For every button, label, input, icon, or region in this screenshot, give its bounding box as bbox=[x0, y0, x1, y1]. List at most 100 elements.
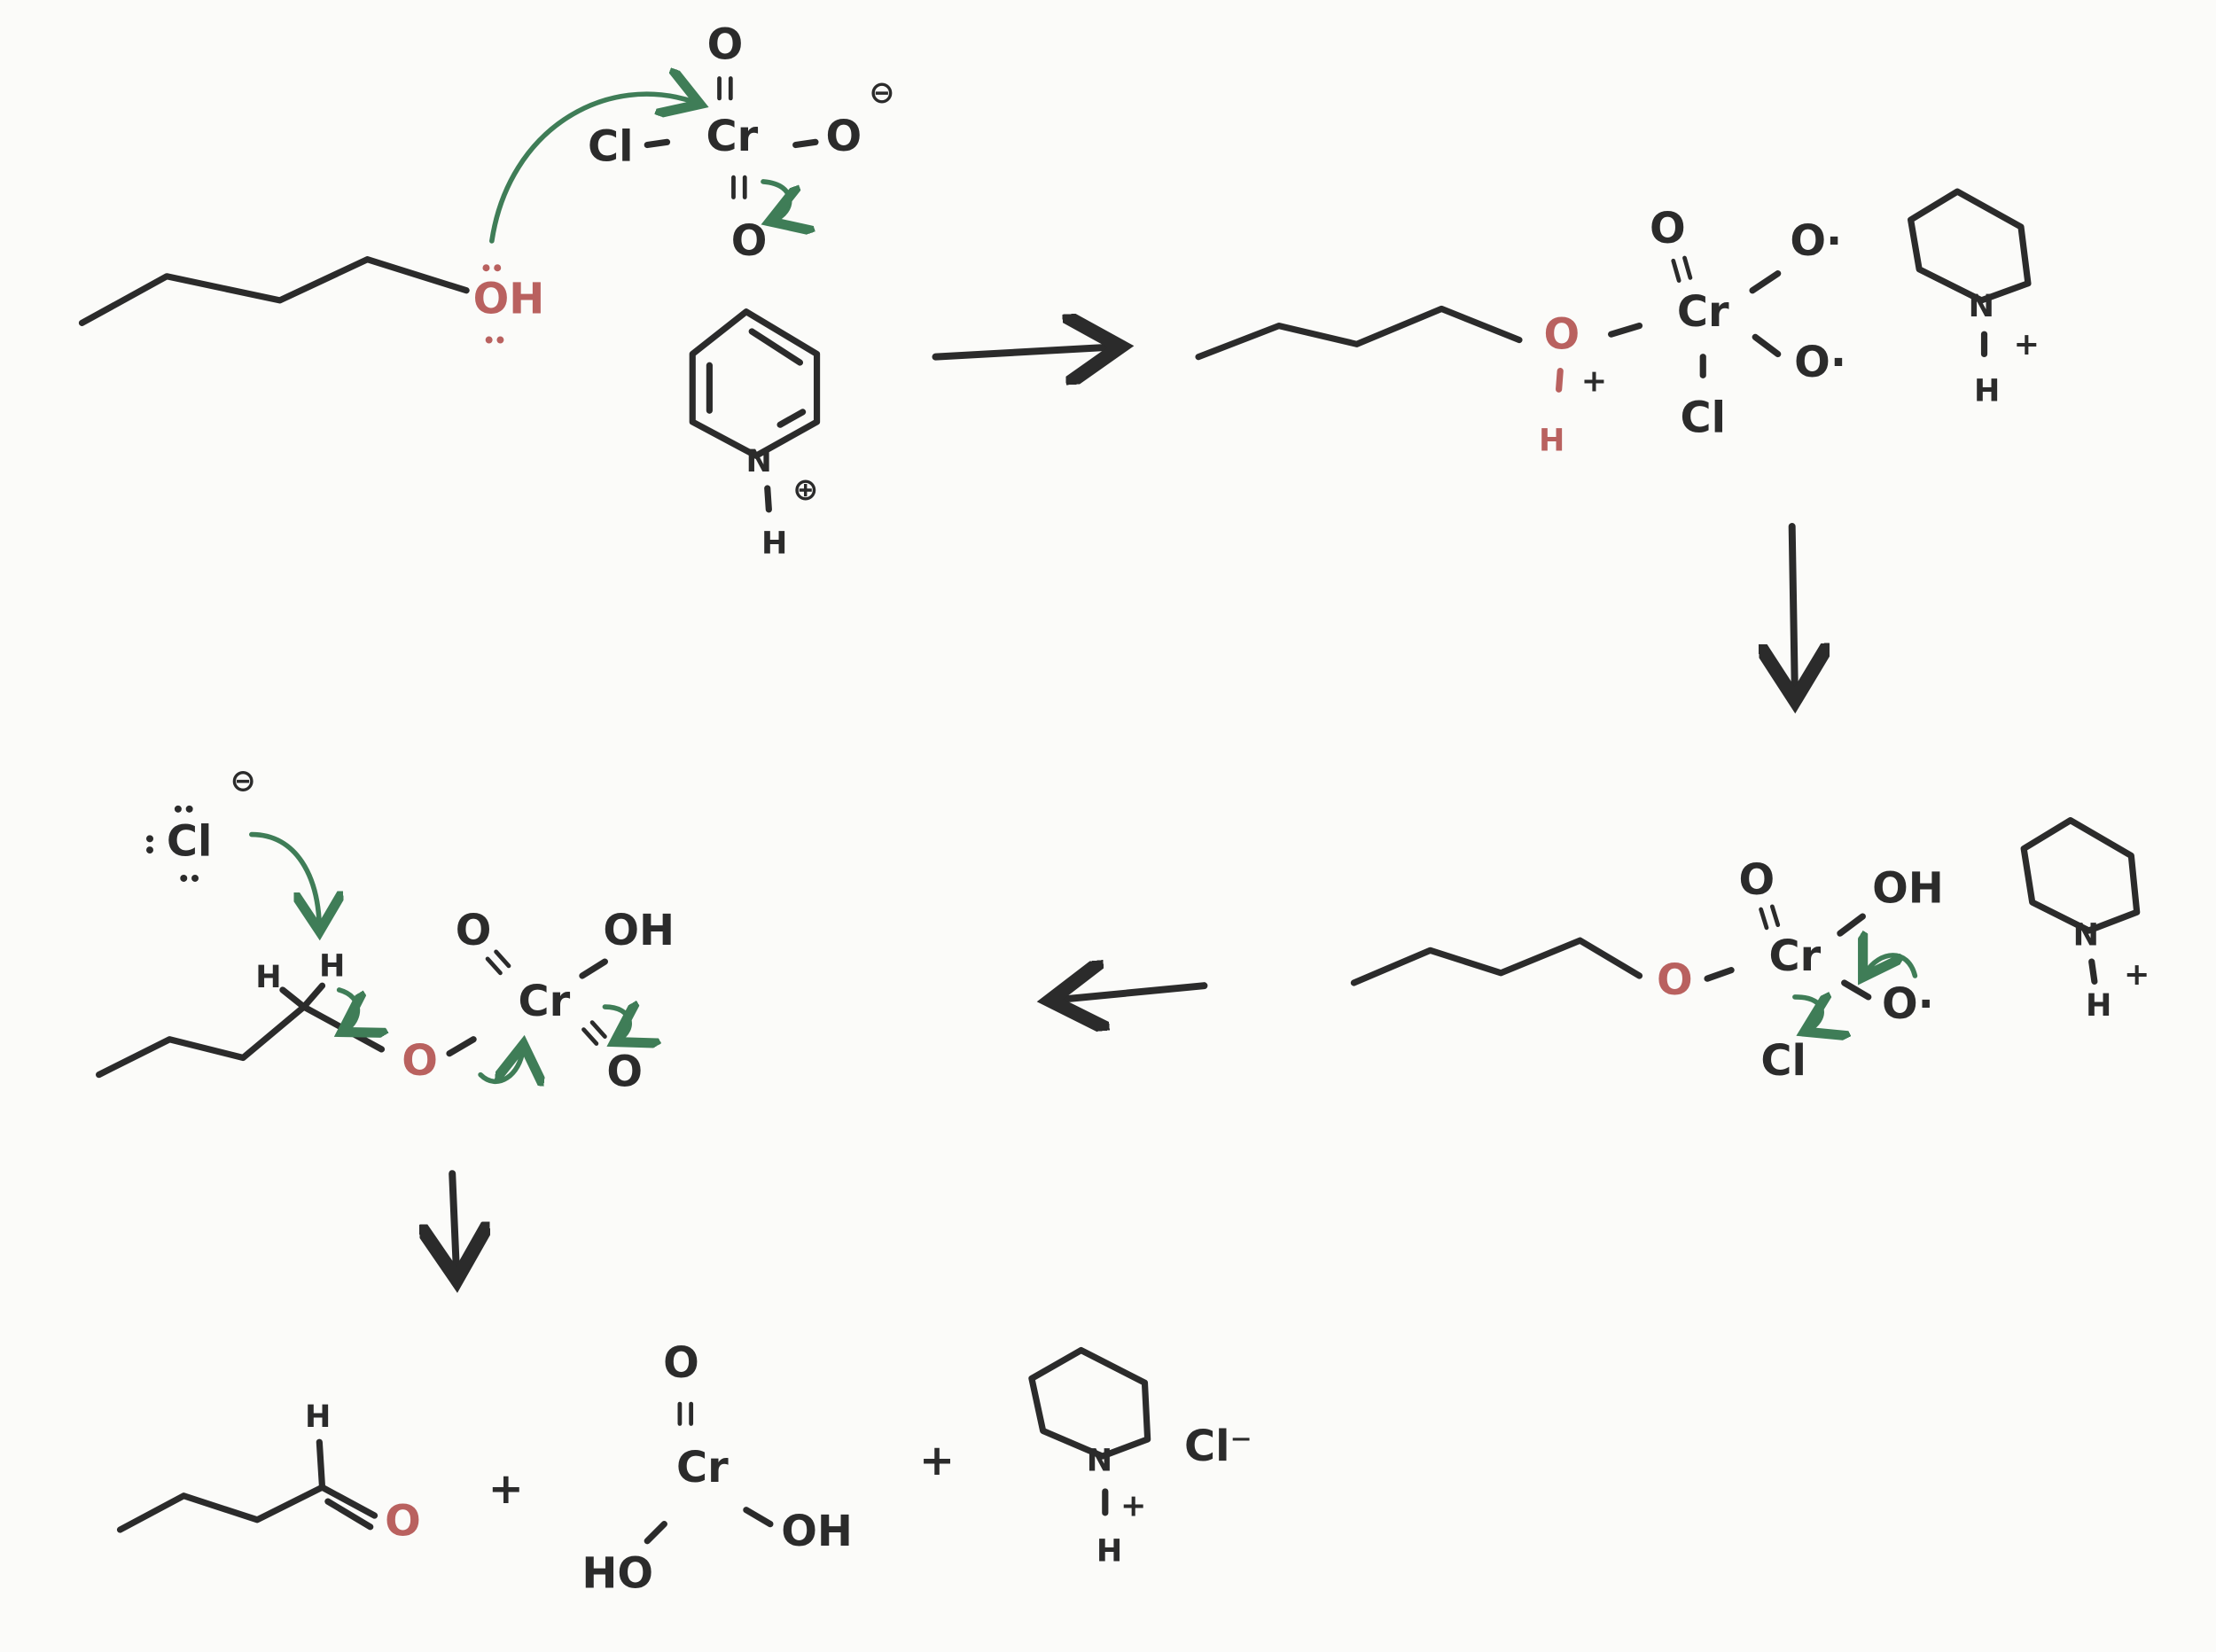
bond bbox=[1749, 270, 1782, 294]
bond bbox=[579, 958, 608, 979]
chromium-label: Cr bbox=[1677, 288, 1729, 337]
nitrogen-label: N bbox=[1087, 1442, 1112, 1478]
positive-charge: ⊕ bbox=[792, 471, 818, 508]
bond bbox=[446, 1036, 477, 1057]
bond bbox=[1752, 333, 1782, 358]
chlorine-label: Cl bbox=[588, 122, 634, 171]
oxide-label: O· bbox=[1790, 217, 1842, 266]
bond bbox=[1556, 368, 1564, 393]
pyridine-ring bbox=[689, 308, 821, 459]
curved-arrow-icon bbox=[1792, 997, 1822, 1030]
negative-charge: ⊖ bbox=[869, 74, 894, 111]
bond bbox=[2088, 958, 2098, 985]
chromium-label: Cr bbox=[676, 1444, 729, 1492]
plus-sign: + bbox=[919, 1437, 955, 1485]
curved-arrow-icon bbox=[249, 831, 320, 927]
chloride-label: Cl bbox=[167, 818, 213, 867]
bond bbox=[748, 328, 804, 366]
chloride-label: Cl⁻ bbox=[1184, 1422, 1252, 1471]
curved-arrow-icon bbox=[761, 179, 790, 220]
nitrogen-label: N bbox=[1969, 288, 1994, 324]
lone-pair-dots bbox=[174, 805, 193, 813]
pyridine-ring bbox=[1908, 188, 2032, 304]
bond bbox=[279, 986, 308, 1010]
hydrogen-label: H bbox=[305, 1399, 331, 1435]
pyridine-ring bbox=[2020, 817, 2141, 934]
oxygen-label: O bbox=[456, 907, 492, 955]
curved-arrow-icon bbox=[489, 94, 696, 244]
pyridine-ring bbox=[1028, 1346, 1151, 1460]
oxygen-label: O bbox=[663, 1339, 699, 1388]
step2-chromate-ester-intermediate: O H + Cr O O· O· Cl N + H bbox=[1195, 188, 2040, 458]
oxygen-label: O bbox=[1738, 856, 1775, 905]
double-bond bbox=[581, 1020, 607, 1046]
negative-charge: ⊖ bbox=[230, 763, 256, 799]
bond bbox=[764, 485, 772, 513]
bond bbox=[644, 1521, 667, 1545]
curved-arrow-icon bbox=[339, 987, 358, 1030]
chromium-label: Cr bbox=[706, 113, 759, 161]
bond bbox=[324, 1498, 374, 1531]
double-bond bbox=[1671, 255, 1693, 283]
step4-elimination: Cl ⊖ H H O Cr O OH O bbox=[96, 763, 675, 1097]
double-bond bbox=[677, 1401, 694, 1426]
chlorine-label: Cl bbox=[1680, 394, 1725, 442]
butyl-chain bbox=[1195, 305, 1523, 361]
plus-sign: + bbox=[488, 1465, 524, 1514]
step5-products: H O + O Cr HO OH + N + H Cl⁻ bbox=[116, 1339, 1252, 1599]
bond bbox=[743, 1507, 774, 1528]
hydrogen-label: H bbox=[255, 959, 281, 995]
lone-pair-dots bbox=[180, 875, 199, 882]
positive-charge: + bbox=[1581, 362, 1607, 399]
hydroxyl-label: OH bbox=[781, 1508, 853, 1556]
hydrogen-label: H bbox=[319, 947, 345, 984]
step3-deprotonated-ester: O Cr O OH O· Cl N H + bbox=[1350, 817, 2150, 1086]
chromium-label: Cr bbox=[518, 978, 570, 1026]
chromium-label: Cr bbox=[1769, 932, 1822, 981]
bond bbox=[318, 1484, 378, 1519]
oxygen-label: O bbox=[606, 1048, 643, 1097]
curved-arrow-icon bbox=[1866, 955, 1918, 976]
positive-charge: + bbox=[2014, 326, 2040, 362]
double-bond bbox=[485, 949, 511, 976]
bond bbox=[316, 1438, 326, 1491]
lone-pair-dots bbox=[482, 264, 502, 272]
step1-butanol-and-pcc: OH Cl Cr O ⊖ O O N ⊕ H bbox=[78, 20, 895, 562]
hydrogen-label: H bbox=[1539, 422, 1564, 458]
lone-pair-dots bbox=[146, 835, 153, 854]
hydrogen-label: H bbox=[1096, 1533, 1122, 1570]
nitrogen-label: N bbox=[746, 443, 772, 479]
bond bbox=[1608, 322, 1643, 338]
bond bbox=[300, 982, 326, 1010]
bond bbox=[776, 409, 807, 428]
oxygen-label: O bbox=[707, 20, 744, 69]
oxygen-label: O bbox=[826, 113, 862, 161]
positive-charge: + bbox=[1120, 1487, 1146, 1523]
hydrogen-label: H bbox=[761, 526, 787, 562]
butyl-chain bbox=[96, 1003, 386, 1079]
bond bbox=[1704, 967, 1735, 982]
curved-arrow-icon bbox=[478, 1049, 523, 1081]
hydroxyl-label: OH bbox=[1872, 864, 1944, 913]
hydrogen-label: H bbox=[1974, 373, 2000, 409]
reaction-arrow-down bbox=[452, 1170, 456, 1273]
double-bond bbox=[717, 76, 733, 101]
hydroxyl-label: OH bbox=[603, 907, 675, 955]
hydrogen-label: H bbox=[2086, 987, 2111, 1024]
reaction-arrow-left bbox=[1057, 986, 1208, 1000]
bond bbox=[1841, 979, 1872, 1001]
oxide-label: O· bbox=[1882, 980, 1934, 1029]
double-bond bbox=[1759, 904, 1781, 931]
nitrogen-label: N bbox=[2073, 916, 2099, 953]
chlorine-label: Cl bbox=[1760, 1037, 1806, 1086]
lone-pair-dots bbox=[485, 336, 504, 344]
reaction-arrow-right bbox=[932, 347, 1113, 357]
oxygen-label: O bbox=[402, 1037, 438, 1086]
reaction-arrow-down bbox=[1792, 523, 1795, 693]
oxygen-label: O bbox=[1657, 956, 1693, 1005]
bond bbox=[644, 138, 671, 149]
butyl-chain bbox=[1350, 937, 1643, 986]
carbonyl-oxygen-label: O bbox=[385, 1498, 421, 1547]
double-bond bbox=[731, 175, 747, 199]
